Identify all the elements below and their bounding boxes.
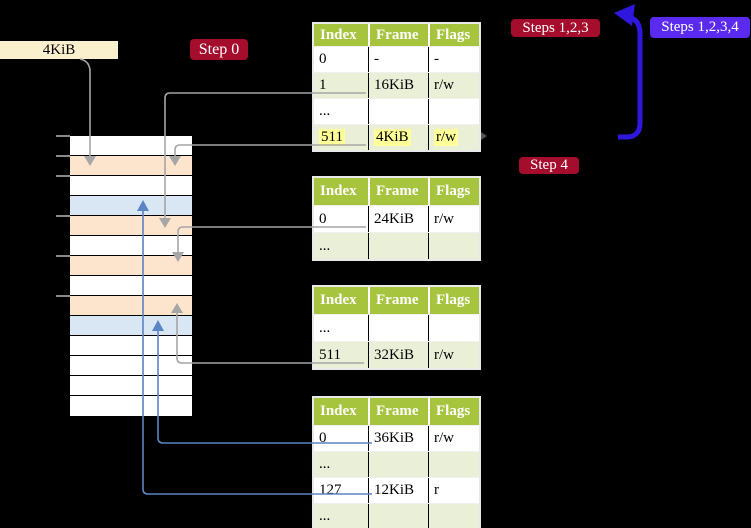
table-body: 0 - - 1 16KiB r/w ... 511 bbox=[314, 46, 479, 150]
table-row: ... bbox=[314, 232, 479, 259]
memory-frame-row bbox=[70, 376, 192, 396]
table-row: ... bbox=[314, 451, 479, 477]
steps-loop-arrow bbox=[618, 14, 643, 140]
memory-frame-row bbox=[70, 296, 192, 316]
memory-frame-row bbox=[70, 276, 192, 296]
table-row: ... bbox=[314, 98, 479, 124]
table-row: 0 - - bbox=[314, 46, 479, 72]
table-header-cell: Frame bbox=[368, 398, 428, 425]
step-0-badge: Step 0 bbox=[190, 39, 248, 60]
table-header-cell: Flags bbox=[428, 398, 479, 425]
memory-frame-row bbox=[70, 356, 192, 376]
table-row: 0 24KiB r/w bbox=[314, 205, 479, 232]
page-size-label: 4KiB bbox=[0, 41, 118, 59]
table-header-cell: Frame bbox=[368, 24, 428, 46]
memory-frame-row bbox=[70, 136, 192, 156]
table-row: ... bbox=[314, 503, 479, 528]
table-body: 0 36KiB r/w ... 127 12KiB r ... bbox=[314, 425, 479, 528]
steps-1-2-3-badge: Steps 1,2,3 bbox=[511, 19, 600, 37]
steps-1-2-3-4-badge: Steps 1,2,3,4 bbox=[650, 17, 750, 38]
table-header-cell: Flags bbox=[428, 178, 479, 205]
table-body: 0 24KiB r/w ... bbox=[314, 205, 479, 259]
arrowhead-left-icon bbox=[614, 4, 635, 26]
step-4-badge: Step 4 bbox=[519, 157, 579, 174]
table-header-cell: Index bbox=[320, 183, 357, 199]
memory-frame-row bbox=[70, 196, 192, 216]
memory-address-ticks bbox=[56, 135, 70, 297]
table-row: 127 12KiB r bbox=[314, 477, 479, 503]
table-row: 511 32KiB r/w bbox=[314, 341, 479, 368]
memory-frame-row bbox=[70, 236, 192, 256]
table-row: 0 36KiB r/w bbox=[314, 425, 479, 451]
memory-frame-row bbox=[70, 176, 192, 196]
table-header-cell: Index bbox=[320, 403, 357, 419]
table-header-cell: Index bbox=[320, 292, 357, 308]
table-body: ... 511 32KiB r/w bbox=[314, 314, 479, 368]
memory-frame-row bbox=[70, 396, 192, 416]
memory-frame-row bbox=[70, 316, 192, 336]
table-row: 1 16KiB r/w bbox=[314, 72, 479, 98]
memory-frame-row bbox=[70, 156, 192, 176]
table-header-cell: Frame bbox=[368, 178, 428, 205]
table-header-cell: Flags bbox=[428, 24, 479, 46]
table-header-cell: Flags bbox=[428, 287, 479, 314]
row-stub-icon bbox=[481, 132, 487, 140]
table-header-cell: Frame bbox=[368, 287, 428, 314]
memory-frame-row bbox=[70, 256, 192, 276]
physical-memory-column bbox=[70, 136, 192, 416]
table-row: 511 4KiB r/w bbox=[314, 124, 479, 150]
memory-frame-row bbox=[70, 216, 192, 236]
table-row: ... bbox=[314, 314, 479, 341]
memory-frame-row bbox=[70, 336, 192, 356]
table-header-cell: Index bbox=[320, 26, 357, 43]
